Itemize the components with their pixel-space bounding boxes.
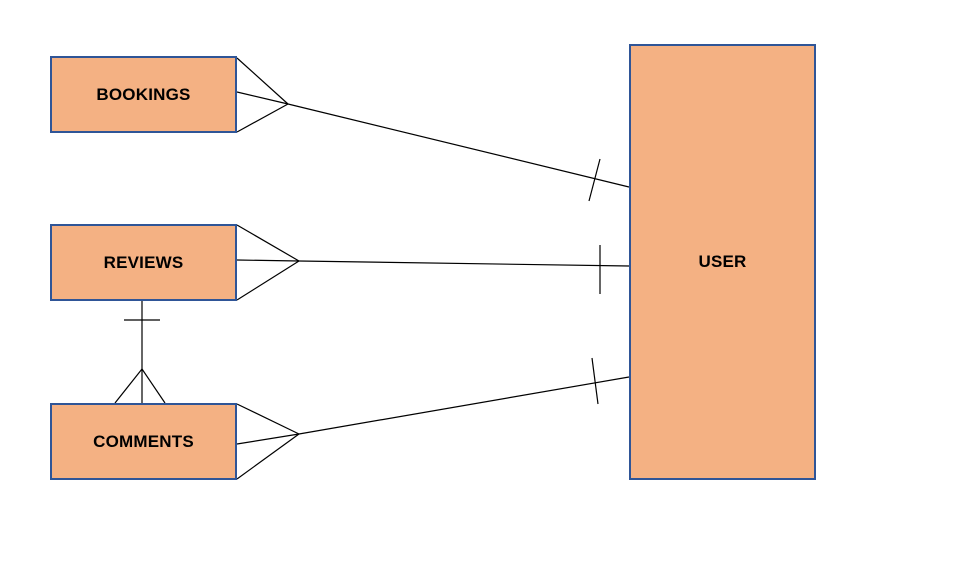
- comments-crowsfoot-middle: [236, 433, 300, 445]
- entity-user-label: USER: [698, 252, 747, 271]
- comments-crowsfoot-lower: [236, 433, 300, 480]
- reviews-crowsfoot-upper: [236, 224, 300, 262]
- reviews-crowsfoot-middle: [236, 259, 300, 262]
- bookings-crowsfoot-middle: [236, 91, 289, 105]
- reviews-comments-crowsfoot-left: [114, 368, 143, 404]
- bookings-user-one-marker: [588, 158, 601, 202]
- bookings-crowsfoot-upper: [236, 57, 289, 105]
- reviews-user-line: [298, 260, 630, 267]
- entity-reviews[interactable]: REVIEWS: [50, 224, 237, 301]
- comments-user-line: [298, 376, 630, 435]
- reviews-comments-crowsfoot-right: [141, 368, 166, 404]
- bookings-crowsfoot-lower: [236, 103, 289, 133]
- entity-comments-label: COMMENTS: [93, 431, 194, 451]
- entity-reviews-label: REVIEWS: [103, 252, 184, 272]
- bookings-user-line: [287, 103, 630, 188]
- entity-user[interactable]: USER: [629, 44, 816, 480]
- reviews-crowsfoot-lower: [236, 260, 300, 301]
- entity-comments[interactable]: COMMENTS: [50, 403, 237, 480]
- comments-crowsfoot-upper: [236, 403, 300, 435]
- entity-bookings[interactable]: BOOKINGS: [50, 56, 237, 133]
- comments-user-one-marker: [591, 357, 599, 405]
- entity-bookings-label: BOOKINGS: [96, 84, 191, 104]
